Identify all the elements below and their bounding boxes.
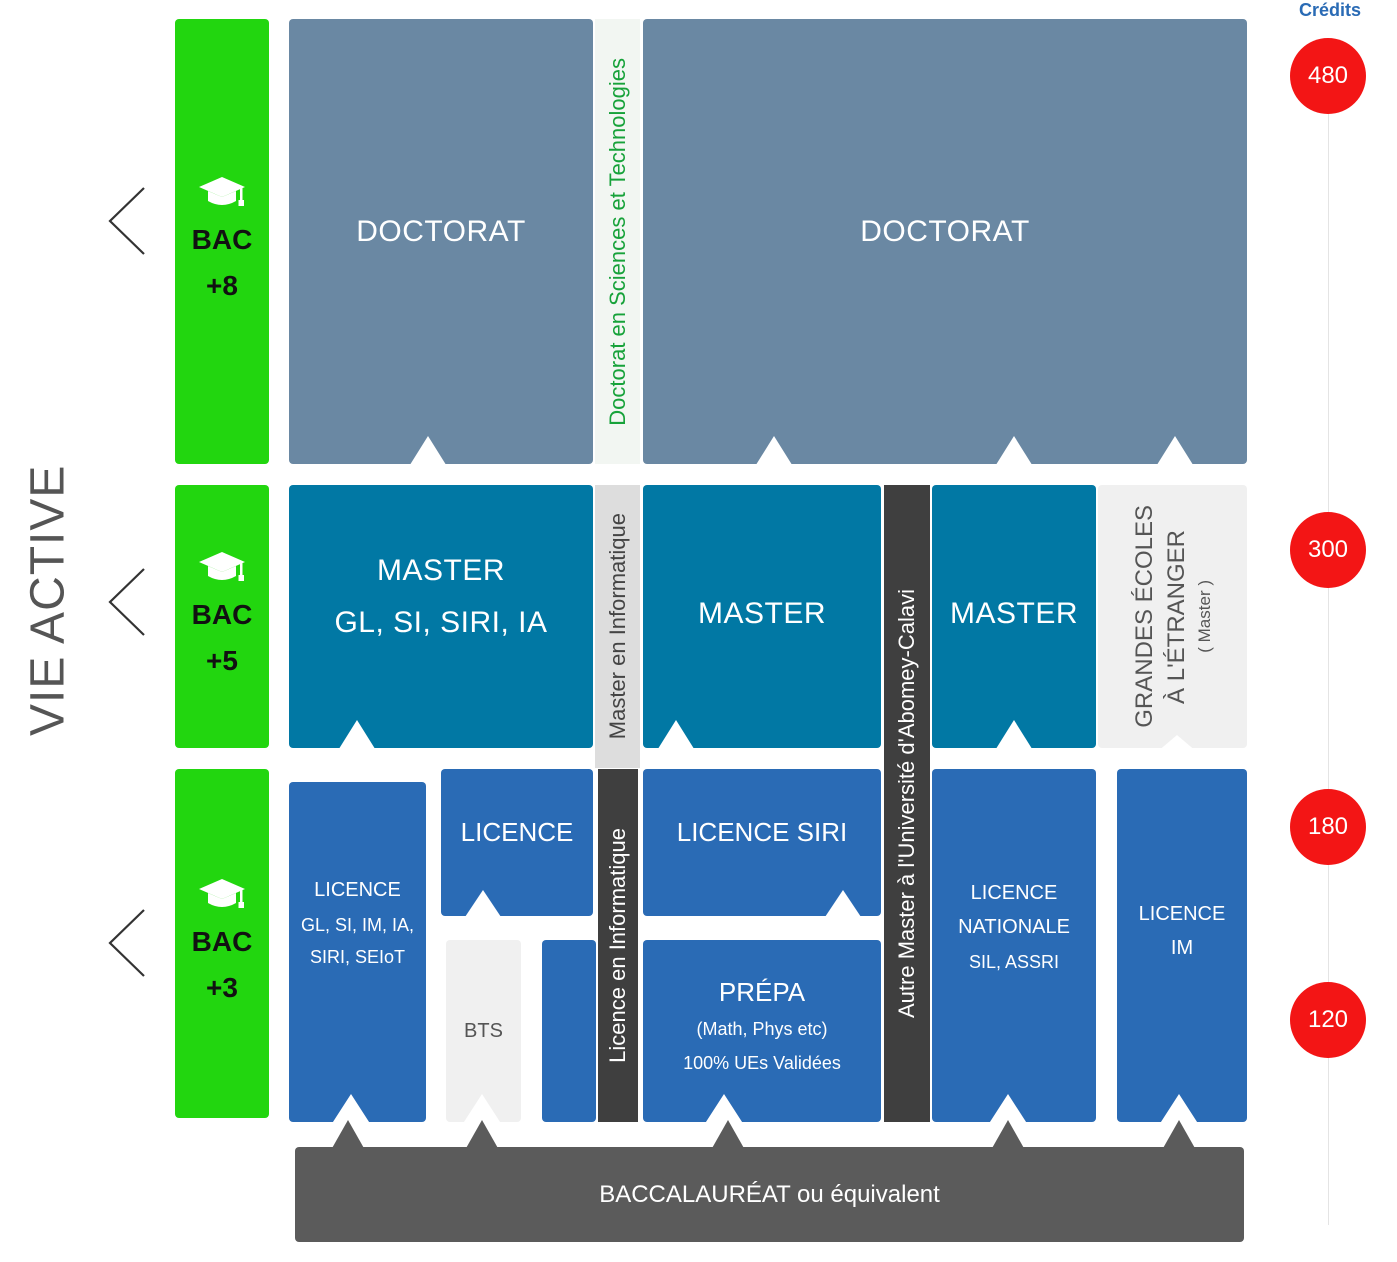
doctorat-label: DOCTORAT	[356, 215, 526, 248]
licence-nationale-line2: NATIONALE	[958, 915, 1070, 938]
bts-label: BTS	[464, 1019, 503, 1042]
master-label: MASTER	[949, 596, 1078, 630]
licence-block-left[interactable]: LICENCE GL, SI, IM, IA, SIRI, SEIoT	[289, 782, 426, 1122]
licence-label: LICENCE	[314, 879, 401, 901]
credit-badge-480: 480	[1290, 38, 1366, 114]
arrow-up-icon	[991, 1120, 1025, 1150]
arrow-up-icon	[656, 720, 696, 752]
credits-axis-line	[1328, 40, 1329, 1225]
master-label: MASTER	[376, 553, 505, 587]
autre-master-block[interactable]: Autre Master à l'Université d'Abomey-Cal…	[884, 485, 930, 1122]
arrow-up-icon	[988, 1094, 1028, 1125]
licence-nationale-line1: LICENCE	[970, 881, 1058, 904]
credits-title: Crédits	[1298, 0, 1361, 20]
doctorat-label: DOCTORAT	[860, 215, 1030, 248]
level-value: +3	[206, 971, 238, 1003]
arrow-up-icon	[994, 720, 1034, 752]
prepa-label: PRÉPA	[718, 977, 806, 1007]
master-block-left[interactable]: MASTER GL, SI, SIRI, IA	[289, 485, 593, 748]
chevron-left-icon[interactable]	[104, 186, 148, 256]
arrow-up-icon	[1162, 1120, 1196, 1150]
master-label: MASTER	[697, 596, 826, 630]
licence-im-line1: LICENCE	[1138, 902, 1226, 925]
arrow-up-icon	[463, 890, 503, 920]
licence-siri-block[interactable]: LICENCE SIRI	[643, 769, 881, 916]
prepa-left-part	[542, 940, 596, 1122]
arrow-up-icon	[711, 1120, 745, 1150]
chevron-left-icon[interactable]	[104, 908, 148, 978]
licence-specialities-2: SIRI, SEIoT	[309, 947, 406, 967]
arrow-up-icon	[462, 1094, 502, 1125]
doctorat-block-right[interactable]: DOCTORAT	[643, 19, 1247, 464]
level-label: BAC	[191, 223, 253, 255]
arrow-up-icon	[754, 436, 794, 468]
licence-nationale-line3: SIL, ASSRI	[968, 951, 1060, 972]
graduation-cap-icon	[199, 551, 245, 581]
level-bac-8: BAC +8	[175, 19, 269, 464]
level-label: BAC	[191, 598, 253, 630]
graduation-cap-icon	[199, 176, 245, 206]
master-specialities: GL, SI, SIRI, IA	[334, 605, 548, 639]
arrow-up-icon	[337, 720, 377, 752]
prepa-subjects: (Math, Phys etc)	[696, 1019, 828, 1039]
credit-badge-180: 180	[1290, 789, 1366, 865]
arrow-up-icon	[704, 1094, 744, 1125]
licence-nationale-block[interactable]: LICENCE NATIONALE SIL, ASSRI	[932, 769, 1096, 1122]
arrow-up-icon	[331, 1094, 371, 1125]
master-block-mid[interactable]: MASTER	[643, 485, 881, 748]
bts-block[interactable]: BTS	[446, 940, 521, 1122]
licence-specialities-1: GL, SI, IM, IA,	[300, 915, 415, 935]
licence-block-mid[interactable]: LICENCE	[441, 769, 593, 916]
licence-siri-label: LICENCE SIRI	[676, 817, 848, 847]
level-bac-5: BAC +5	[175, 485, 269, 748]
licence-label: LICENCE	[460, 817, 574, 847]
master-informatique-block[interactable]: Master en Informatique	[595, 485, 640, 768]
arrow-up-icon	[994, 436, 1034, 468]
arrow-up-icon	[408, 436, 448, 468]
level-label: BAC	[191, 925, 253, 957]
arrow-up-icon	[331, 1120, 365, 1150]
doctorat-block-left[interactable]: DOCTORAT	[289, 19, 593, 464]
licence-im-block[interactable]: LICENCE IM	[1117, 769, 1247, 1122]
level-value: +8	[206, 269, 238, 301]
arrow-up-icon	[465, 1120, 499, 1150]
level-bac-3: BAC +3	[175, 769, 269, 1118]
credit-badge-120: 120	[1290, 982, 1366, 1058]
arrow-up-icon	[1155, 436, 1195, 468]
arrow-up-icon	[1159, 1094, 1199, 1125]
chevron-left-icon[interactable]	[104, 567, 148, 637]
grandes-ecoles-block[interactable]: GRANDES ÉCOLES À L'ÉTRANGER ( Master )	[1098, 485, 1247, 748]
baccalaureat-label: BACCALAURÉAT ou équivalent	[599, 1180, 940, 1208]
prepa-condition: 100% UEs Validées	[683, 1053, 841, 1073]
arrow-up-icon	[1157, 735, 1197, 752]
master-block-right[interactable]: MASTER	[932, 485, 1096, 748]
prepa-block[interactable]: PRÉPA (Math, Phys etc) 100% UEs Validées	[643, 940, 881, 1122]
credit-badge-300: 300	[1290, 512, 1366, 588]
doctorat-sciences-block[interactable]: Doctorat en Sciences et Technologies	[595, 19, 640, 464]
arrow-up-icon	[823, 890, 863, 920]
baccalaureat-bar[interactable]: BACCALAURÉAT ou équivalent	[295, 1147, 1244, 1242]
level-value: +5	[206, 644, 238, 676]
graduation-cap-icon	[199, 878, 245, 908]
licence-informatique-block[interactable]: Licence en Informatique	[598, 769, 638, 1122]
licence-im-line2: IM	[1170, 936, 1194, 959]
